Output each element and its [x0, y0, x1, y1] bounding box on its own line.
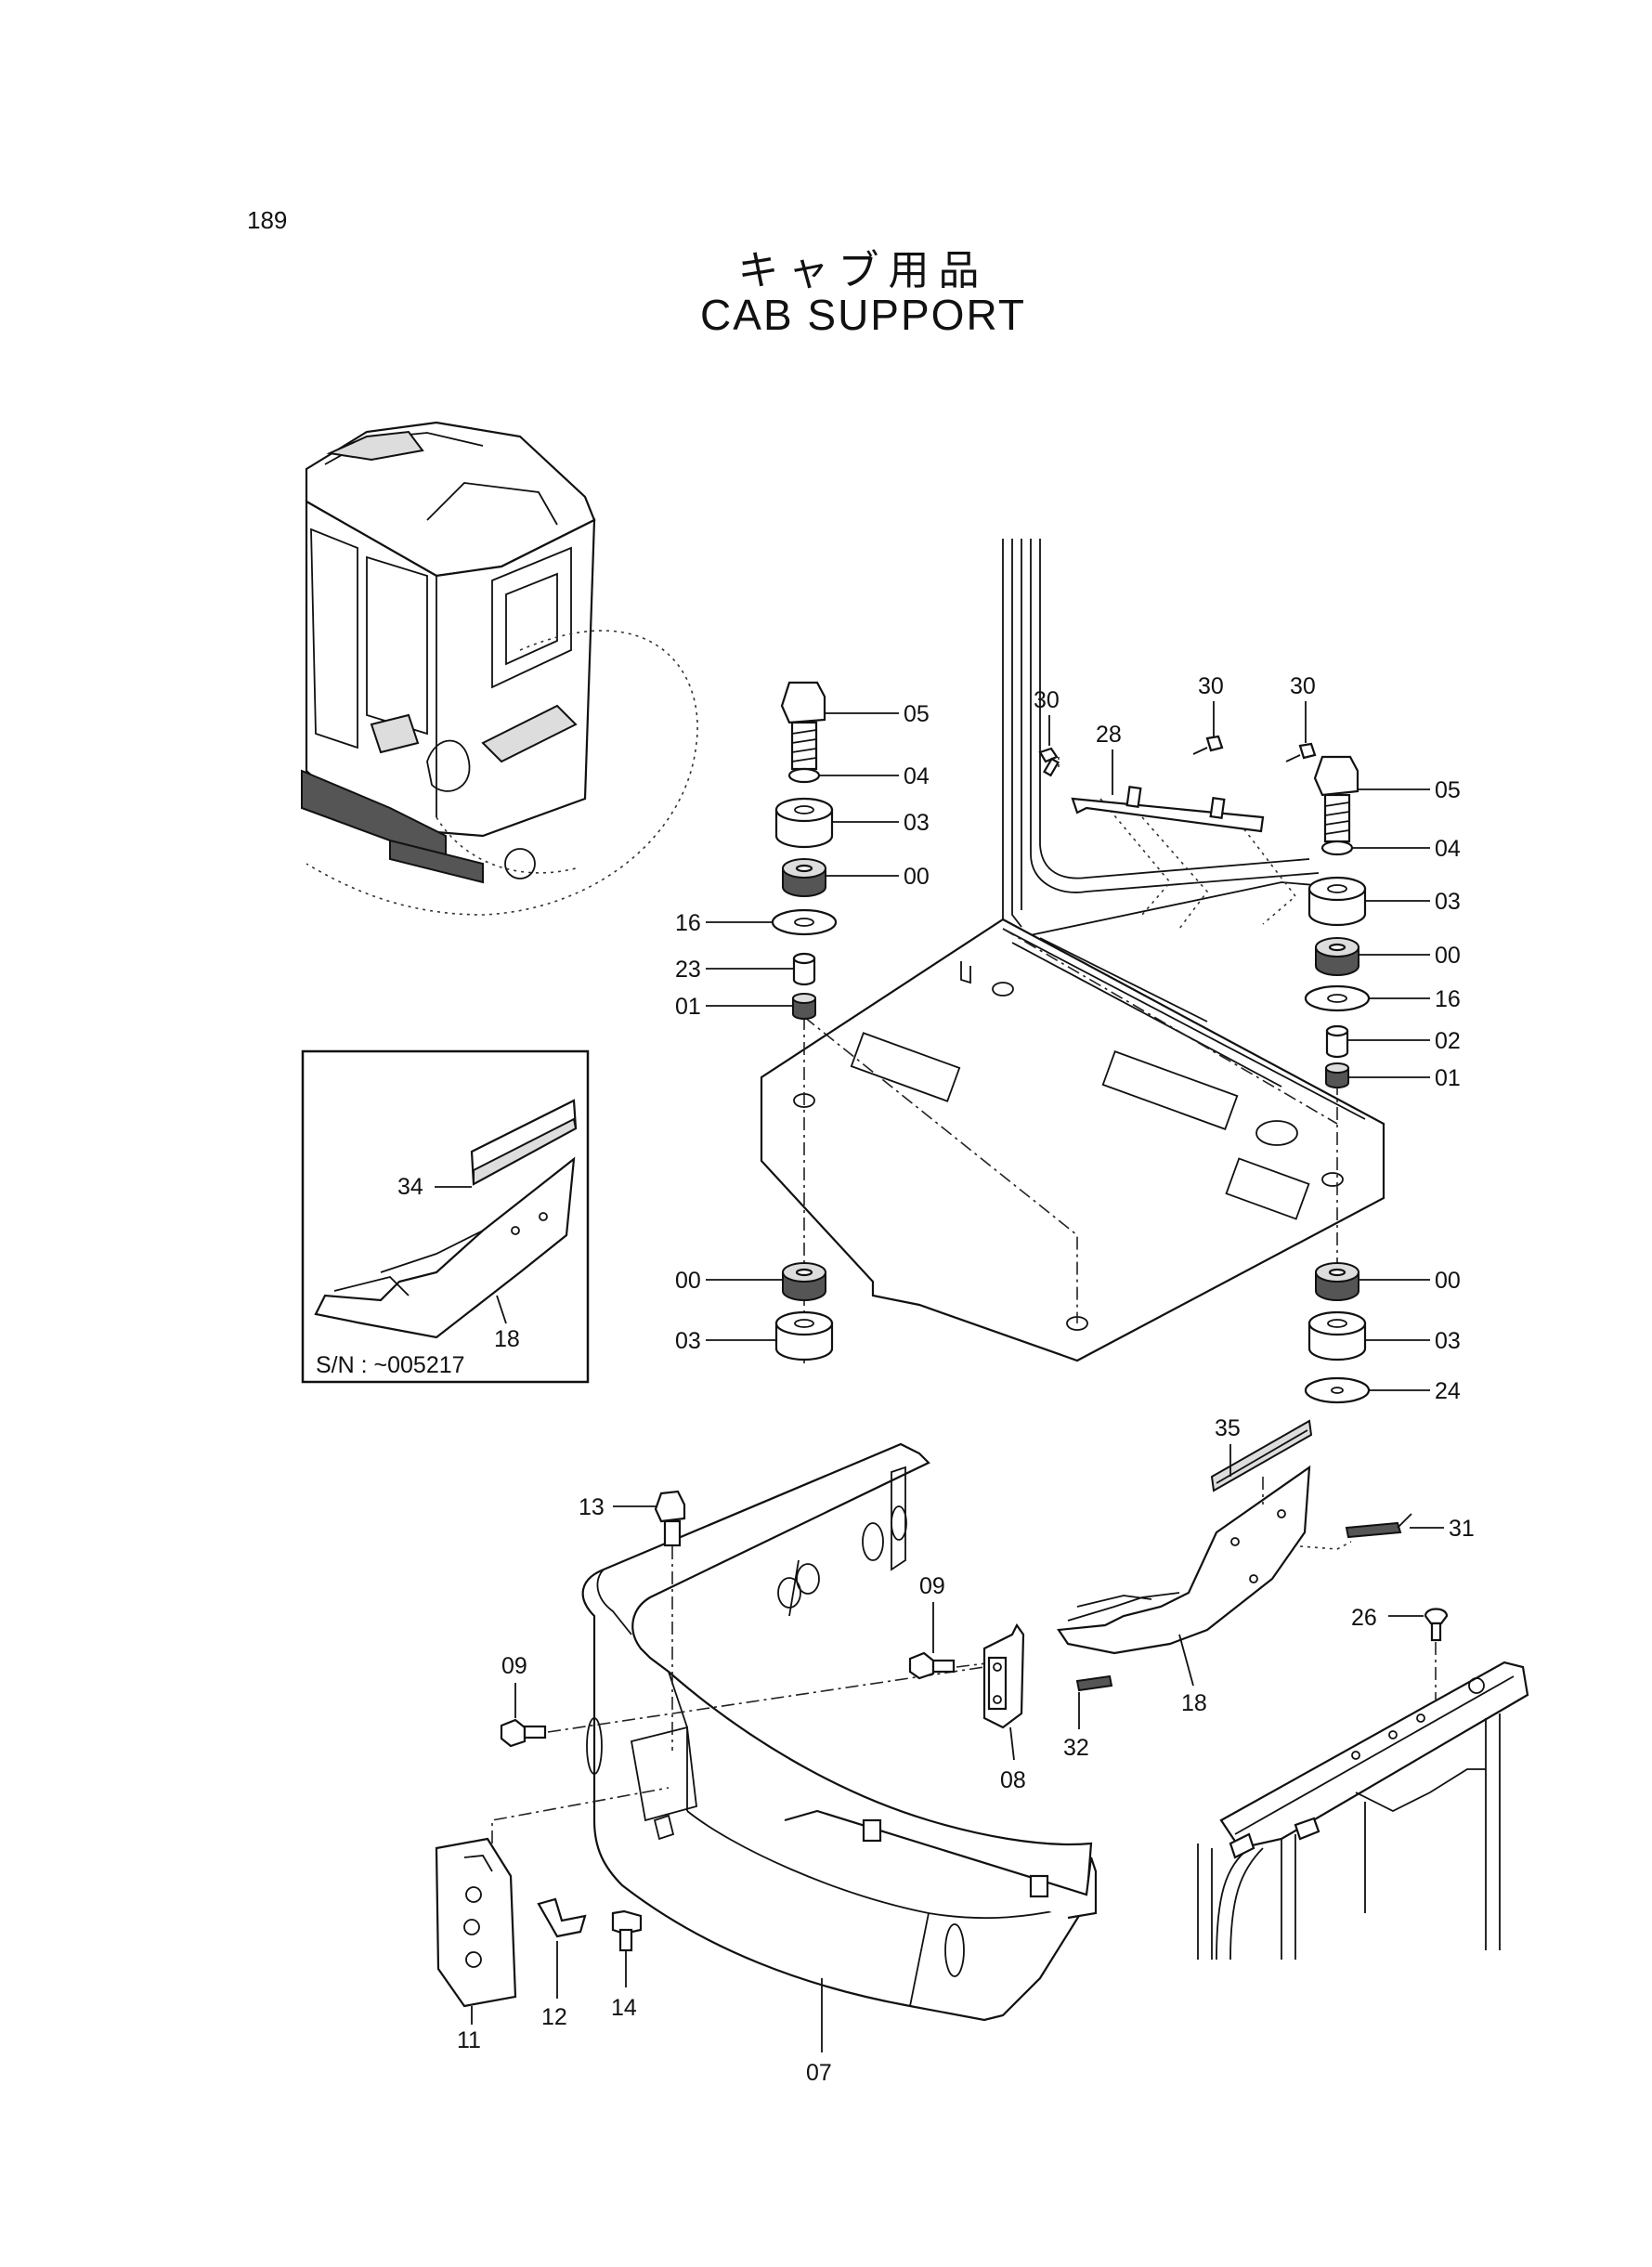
callout-13: 13: [579, 1494, 605, 1520]
callout-03-right-lower: 03: [1435, 1328, 1461, 1354]
assembly-centerlines: [803, 757, 1338, 1365]
bracket-18: 18: [1057, 1465, 1311, 1716]
spacer-02-right: [1325, 1024, 1349, 1059]
washer-24-right: [1304, 1376, 1371, 1404]
callout-07: 07: [806, 2060, 832, 2086]
strip-35: 35: [1210, 1415, 1313, 1505]
callout-09-right: 09: [919, 1573, 945, 1599]
callout-02-right: 02: [1435, 1028, 1461, 1054]
callout-04-right: 04: [1435, 836, 1461, 862]
callout-00-left: 00: [904, 864, 930, 890]
callout-00-right: 00: [1435, 943, 1461, 969]
callout-01-left: 01: [675, 994, 701, 1020]
cover-plate-11: 11: [435, 1837, 517, 2053]
callout-16-right: 16: [1435, 986, 1461, 1012]
strip-32: 32: [1063, 1674, 1113, 1761]
bolt-26: 26: [1351, 1605, 1449, 1700]
bolt-09-right: 09: [908, 1573, 956, 1680]
callout-18: 18: [1181, 1690, 1207, 1716]
bracket-08: 08: [982, 1622, 1026, 1793]
callout-23-left: 23: [675, 957, 701, 983]
cab-frame-outline: [1002, 539, 1338, 939]
bracket-28: [1071, 797, 1265, 833]
callout-01-right: 01: [1435, 1065, 1461, 1091]
bolt-14: 14: [611, 1909, 643, 2021]
spring-washer-04-right: [1320, 840, 1354, 856]
bolt-30-b: [1192, 735, 1224, 755]
callout-05-right: 05: [1435, 777, 1461, 803]
inset-part-18-bracket: [314, 1156, 576, 1339]
inset-callout-34: 34: [397, 1174, 423, 1200]
callout-30-a: 30: [1034, 687, 1060, 713]
callout-31: 31: [1449, 1516, 1475, 1542]
cab-overview-illustration: [301, 421, 698, 916]
bolt-05-right: [1313, 755, 1359, 843]
base-frame-outline: [1197, 1661, 1529, 1961]
callout-28: 28: [1096, 722, 1122, 748]
bolt-09-left: 09: [500, 1653, 547, 1748]
callout-16-left: 16: [675, 910, 701, 936]
inset-box: 34 18 S/N : ~005217: [301, 1049, 590, 1384]
right-mount-stack: 05 04 03 00 16 02 01 00 03 24: [1304, 755, 1461, 1404]
washer-16-right: [1304, 984, 1371, 1012]
callout-30-c: 30: [1290, 673, 1316, 699]
callout-26: 26: [1351, 1605, 1377, 1631]
bolt-30-c: [1285, 742, 1317, 762]
page-number: 189: [247, 206, 288, 234]
cover-07: 07: [581, 1442, 1098, 2086]
callout-04-left: 04: [904, 763, 930, 789]
collar-03-right: [1307, 876, 1367, 927]
callout-24-right: 24: [1435, 1378, 1461, 1404]
top-bracket-assembly: 30 30 30 28: [1034, 673, 1317, 833]
rubber-mount-00-right-lower: [1315, 1262, 1359, 1301]
inset-serial-note: S/N : ~005217: [316, 1352, 465, 1378]
callout-03-left-lower: 03: [675, 1328, 701, 1354]
spacer-23-left: [792, 952, 816, 986]
rubber-mount-00-right-upper: [1315, 937, 1359, 976]
bolt-30-a: [1038, 747, 1060, 777]
left-mount-stack: 05 04 03 00 16 23 01 00 03: [675, 681, 930, 1362]
collar-03-left-lower: [774, 1310, 834, 1362]
callout-05-left: 05: [904, 701, 930, 727]
title-english: CAB SUPPORT: [700, 291, 1026, 339]
callout-03-right: 03: [1435, 889, 1461, 915]
rubber-mount-00-left-lower: [782, 1262, 826, 1301]
callout-32: 32: [1063, 1735, 1089, 1761]
callout-00-left-lower: 00: [675, 1268, 701, 1294]
callout-35: 35: [1215, 1415, 1241, 1441]
rod-31: 31: [1299, 1513, 1475, 1550]
washer-16-left: [771, 908, 838, 936]
callout-12: 12: [541, 2004, 567, 2030]
collar-03-right-lower: [1307, 1310, 1367, 1362]
cab-floor-plate: [760, 918, 1385, 1362]
callout-11: 11: [457, 2027, 481, 2053]
callout-03-left: 03: [904, 810, 930, 836]
bushing-01-right: [1325, 1062, 1349, 1088]
callout-09-left: 09: [501, 1653, 527, 1679]
collar-03-left: [774, 797, 834, 849]
callout-14: 14: [611, 1995, 637, 2021]
bushing-01-left: [792, 993, 816, 1020]
bolt-05-left: [780, 681, 826, 771]
inset-callout-18: 18: [494, 1326, 520, 1352]
callout-08: 08: [1000, 1767, 1026, 1793]
title-japanese: キャブ用品: [737, 247, 989, 294]
callout-30-b: 30: [1198, 673, 1224, 699]
clip-12: 12: [537, 1897, 587, 2030]
rubber-mount-00-left-upper: [782, 858, 826, 897]
spring-washer-04-left: [787, 767, 821, 784]
bolt-13: 13: [579, 1490, 686, 1751]
callout-00-right-lower: 00: [1435, 1268, 1461, 1294]
